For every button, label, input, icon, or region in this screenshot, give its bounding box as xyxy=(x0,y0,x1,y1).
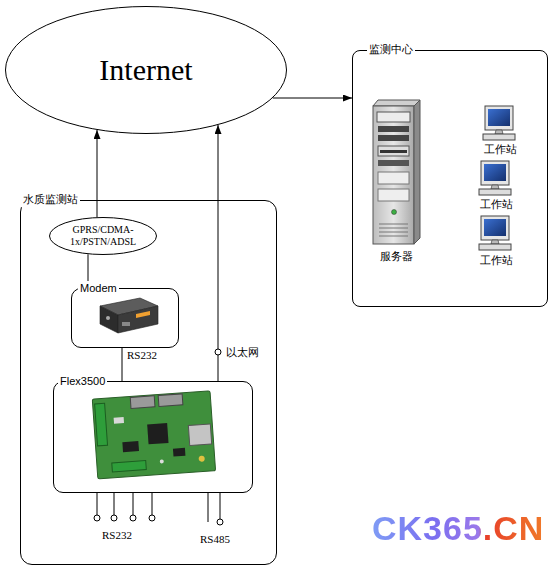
controller-box: Flex3500 xyxy=(53,381,253,493)
edge-label: 以太网 xyxy=(226,345,259,360)
station-box: 水质监测站GPRS/CDMA- 1x/PSTN/ADSLModemFlex350… xyxy=(20,200,277,565)
node-label: 水质监测站 xyxy=(21,193,80,207)
workstation-icon xyxy=(483,106,515,140)
center-box: 监测中心服务器工作站工作站工作站 xyxy=(352,50,548,307)
node-label: 监测中心 xyxy=(367,43,415,57)
ellipse-shape xyxy=(6,7,287,134)
port-label: RS232 xyxy=(102,529,132,541)
network-ellipse: GPRS/CDMA- 1x/PSTN/ADSL xyxy=(49,217,157,255)
modem-icon xyxy=(100,298,158,333)
connector-line xyxy=(218,125,219,381)
workstation-node: 工作站 xyxy=(473,158,519,211)
node-label: 服务器 xyxy=(368,250,424,263)
workstation-icon xyxy=(479,161,511,195)
node-label: Modem xyxy=(78,281,119,295)
server-node: 服务器 xyxy=(368,97,424,263)
node-label: Internet xyxy=(5,6,287,134)
connector-line xyxy=(122,348,123,381)
node-label: 工作站 xyxy=(473,198,519,211)
workstation-icon xyxy=(479,216,511,250)
port-pins xyxy=(94,492,223,525)
modem-box: Modem xyxy=(71,288,179,348)
port-terminal xyxy=(215,349,221,355)
connector-line xyxy=(273,98,352,99)
node-label: GPRS/CDMA- 1x/PSTN/ADSL xyxy=(49,217,157,255)
board-icon xyxy=(92,391,215,479)
node-label: 工作站 xyxy=(477,143,523,156)
edge-label: RS232 xyxy=(127,349,157,361)
workstation-node: 工作站 xyxy=(473,213,519,267)
port-label: RS485 xyxy=(200,533,230,545)
node-label: 工作站 xyxy=(473,254,519,267)
server-icon xyxy=(373,100,420,244)
workstation-node: 工作站 xyxy=(477,103,523,156)
node-label: Flex3500 xyxy=(58,374,107,388)
ellipse-shape xyxy=(50,218,157,255)
cloud-ellipse: Internet xyxy=(5,6,287,134)
watermark: CK365.CN xyxy=(372,509,544,548)
connector-line xyxy=(97,130,98,217)
